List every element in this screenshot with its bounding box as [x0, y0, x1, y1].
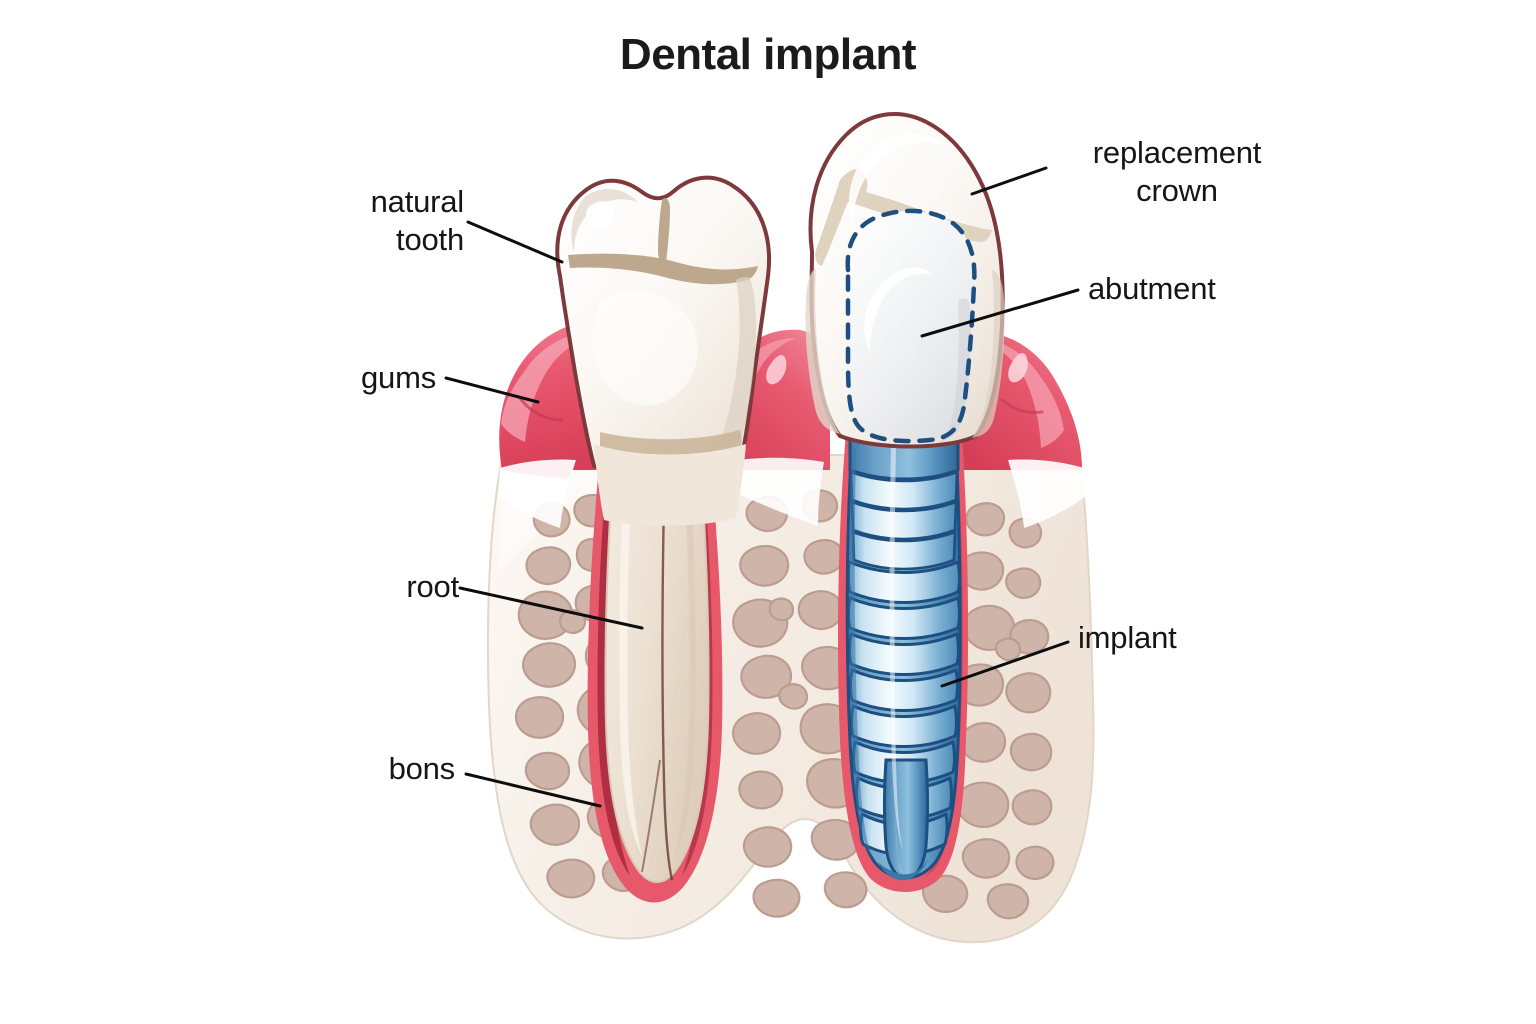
label-implant: implant — [1078, 620, 1177, 655]
label-bons: bons — [388, 751, 456, 786]
leader-gums — [444, 376, 540, 404]
abutment-shadow — [938, 298, 971, 442]
gum-interdental-droplet — [766, 354, 787, 385]
leader-implant — [940, 640, 1070, 688]
page-title: Dental implant — [619, 30, 917, 79]
replacement-crown-highlight — [848, 133, 950, 224]
leader-root — [458, 586, 644, 630]
tooth-root — [604, 449, 710, 883]
implant-collar — [848, 431, 960, 571]
crown-enamel-highlight-2 — [593, 291, 698, 406]
crown-fissure-main — [568, 253, 758, 285]
label-abutment: abutment — [1088, 271, 1216, 306]
gum-right-crease — [1000, 398, 1044, 414]
gum-left-highlight — [501, 331, 600, 442]
implant-left-shade — [849, 448, 872, 858]
leader-bons — [464, 772, 602, 808]
crown-cusp-shadow-1 — [571, 188, 638, 252]
implant-assembly-group — [805, 112, 1005, 892]
crown-enamel-shadow-right — [718, 277, 756, 448]
root-shadow — [675, 456, 696, 856]
abutment-dashed-outline[interactable] — [845, 208, 977, 444]
gum-bone-transition-right — [1008, 459, 1086, 528]
leader-natural-tooth — [466, 220, 564, 264]
root-canal-branch — [641, 759, 661, 873]
abutment-gloss — [864, 267, 934, 352]
pdl-inner-shadow — [597, 458, 630, 876]
crown-neck — [594, 444, 746, 526]
gum-right-droplet — [1008, 352, 1028, 383]
implant-apex-channel — [883, 758, 929, 880]
leader-abutment — [920, 288, 1080, 338]
label-gums: gums — [360, 360, 436, 395]
gum-left-crease — [518, 396, 564, 422]
gum-bone-transition-left — [498, 459, 576, 528]
implant-apex-tip — [878, 858, 928, 881]
crown-cervical-band — [600, 430, 742, 460]
implant-center-gloss — [889, 446, 903, 850]
leader-lines — [444, 166, 1080, 808]
label-root: root — [406, 569, 459, 604]
abutment-body — [847, 210, 975, 442]
label-replacement-crown: replacement crown — [1092, 135, 1262, 208]
crown-fissure-vertical — [658, 198, 670, 262]
gum-right-highlight — [976, 338, 1064, 448]
natural-tooth-group — [555, 175, 771, 903]
jaw-bone-group — [486, 454, 1095, 944]
replacement-crown-shadow-right — [972, 270, 1005, 438]
replacement-crown-shadow-left — [805, 268, 840, 434]
root-canal — [661, 499, 674, 881]
crown-enamel-highlight-1 — [585, 201, 615, 229]
root-highlight — [619, 456, 642, 856]
leader-replacement-crown — [970, 166, 1048, 196]
label-natural-tooth: natural tooth — [370, 184, 465, 257]
